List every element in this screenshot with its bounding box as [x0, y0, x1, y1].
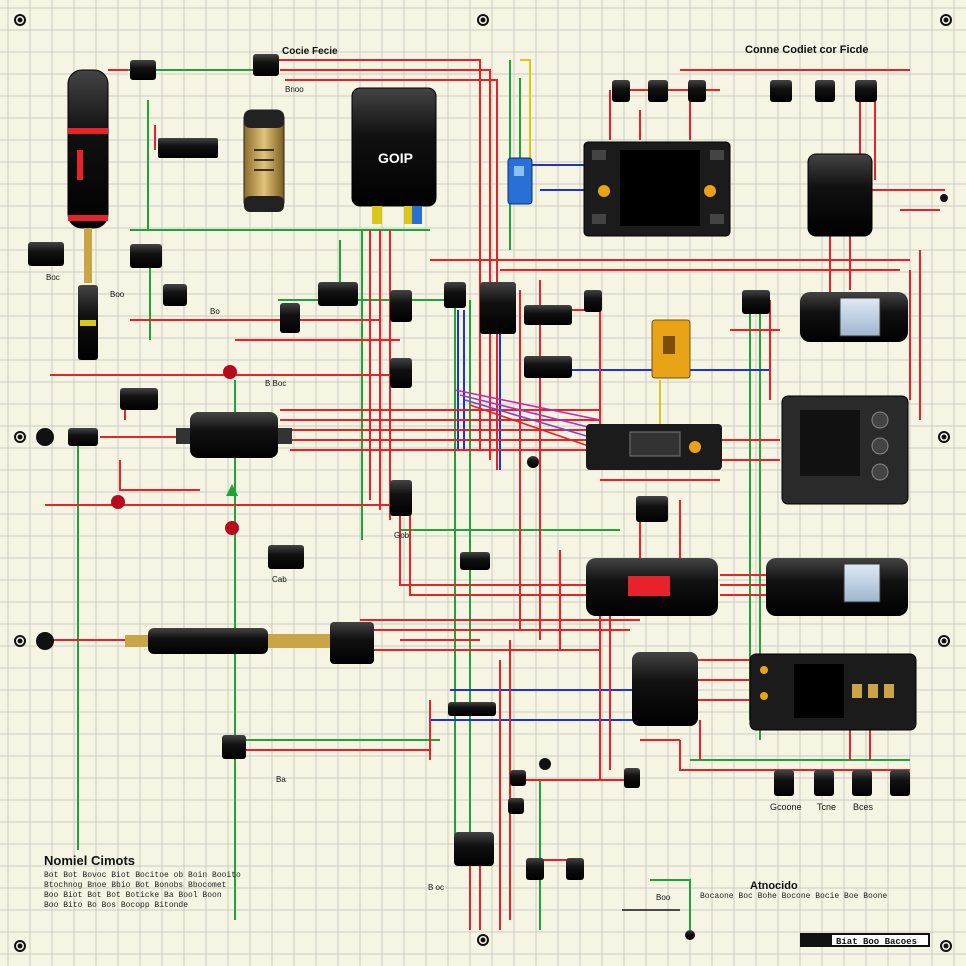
capacitor-brass: [243, 109, 285, 212]
wires-blue: [430, 164, 770, 721]
top-connector-row: [612, 80, 877, 102]
header-top-left: Cocie Fecie: [282, 46, 338, 57]
label-c10: Bnoo: [285, 85, 304, 94]
bottom-label-3: Bces: [853, 802, 874, 812]
blue-relay: [507, 157, 533, 205]
label-c2: Boo: [110, 290, 125, 299]
label-c8: Boo: [656, 893, 671, 902]
control-unit-bottom: [749, 653, 917, 731]
label-c3: Bo: [210, 307, 220, 316]
legend: Nomiel Cimots Bot Bot Bovoc Biot Bocitoe…: [44, 853, 284, 911]
connector-strip-mid: [586, 424, 722, 470]
label-c5: Cab: [272, 575, 287, 584]
orange-relay: [651, 319, 691, 379]
legend-line: Bot Bot Bovoc Biot Bocitoe ob Boin Booit…: [44, 871, 241, 880]
fuse-cylinder: [67, 69, 109, 360]
notes-line: Bocaone Boc Bohe Bocone Bocie Boe Boone: [700, 892, 888, 901]
small-connectors-bottom: [454, 290, 910, 940]
control-panel-top: [583, 141, 731, 237]
label-c4: B Boc: [265, 379, 286, 388]
motor-red: [586, 558, 718, 616]
label-c6: Gob: [394, 531, 410, 540]
main-module: GOIP: [351, 87, 437, 224]
inline-filter: [36, 365, 292, 650]
header-top-right: Conne Codiet cor Ficde: [745, 44, 868, 56]
bottom-label-2: Tcne: [817, 802, 836, 812]
bottom-label-1: Gcoone: [770, 802, 802, 812]
motor-right-1: [800, 292, 908, 342]
notes-title: Atnocido: [750, 880, 798, 892]
code-box: Biat Boo Bacoes: [800, 933, 930, 947]
legend-line: Boo Bito Bo Bos Bocopp Bitonde: [44, 901, 189, 910]
mount-points: [14, 14, 952, 952]
wire-fan: [454, 389, 601, 451]
meter-panel: [781, 395, 909, 505]
legend-line: Boo Biot Bot Bot Boticke Ba Bool Boon: [44, 891, 222, 900]
module-top-right: [807, 153, 948, 237]
label-c9: Ba: [276, 775, 286, 784]
small-connectors-top-left: [28, 54, 602, 759]
main-module-label: GOIP: [378, 150, 413, 166]
label-c7: B oc: [428, 883, 444, 892]
motor-right-2: [766, 558, 908, 616]
inline-cable-assembly: [125, 622, 374, 664]
notes: Atnocido Bocaone Boc Bohe Bocone Bocie B…: [700, 880, 930, 901]
label-c1: Boc: [46, 273, 60, 282]
legend-title: Nomiel Cimots: [44, 853, 136, 868]
module-bottom: [632, 652, 698, 726]
legend-line: Btochnog Bnoe Bbio Bot Bonobs Bbocomet: [44, 881, 227, 890]
